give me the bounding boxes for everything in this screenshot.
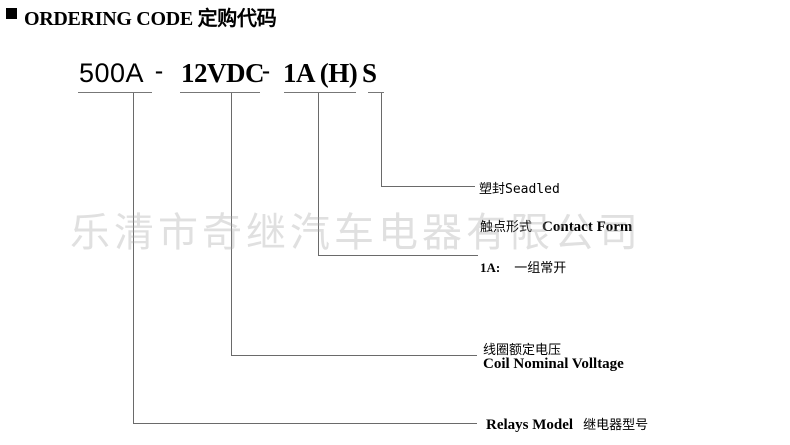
underline-model	[78, 92, 152, 93]
label-contact-form: 触点形式 Contact Form	[480, 216, 632, 236]
label-model-cn: 继电器型号	[583, 418, 649, 433]
code-separator-2: -	[262, 58, 270, 84]
label-coil-en: Coil Nominal Volltage	[483, 356, 624, 372]
code-voltage: 12VDC	[181, 58, 265, 88]
label-contact-cn: 触点形式	[480, 220, 533, 235]
underline-seal	[368, 92, 384, 93]
code-seal: S	[362, 58, 377, 88]
underline-voltage	[180, 92, 260, 93]
label-seal: 塑封Seadled	[479, 182, 560, 197]
header-title: ORDERING CODE 定购代码	[24, 8, 277, 30]
connector-model-horizontal	[133, 423, 477, 424]
code-contact: 1A (H)	[283, 58, 358, 88]
header-bullet-square	[6, 8, 17, 19]
label-contact-1a: 1A: 一组常开	[480, 257, 566, 277]
label-relays-model: Relays Model 继电器型号	[486, 414, 648, 434]
code-model: 500A	[79, 58, 145, 88]
connector-coil-vertical	[231, 93, 232, 355]
connector-model-vertical	[133, 93, 134, 423]
connector-coil-horizontal	[231, 355, 477, 356]
connector-contact-horizontal	[318, 255, 478, 256]
label-coil-cn: 线圈额定电压	[483, 343, 562, 358]
label-contact-1a-desc: 一组常开	[514, 261, 567, 276]
label-model-en: Relays Model	[486, 417, 574, 433]
code-separator-1: -	[155, 58, 163, 84]
label-contact-1a-code: 1A:	[480, 260, 501, 275]
connector-contact-vertical	[318, 93, 319, 255]
underline-contact	[284, 92, 356, 93]
connector-seal-horizontal	[381, 186, 475, 187]
connector-seal-vertical	[381, 93, 382, 186]
label-contact-en: Contact Form	[542, 219, 633, 235]
